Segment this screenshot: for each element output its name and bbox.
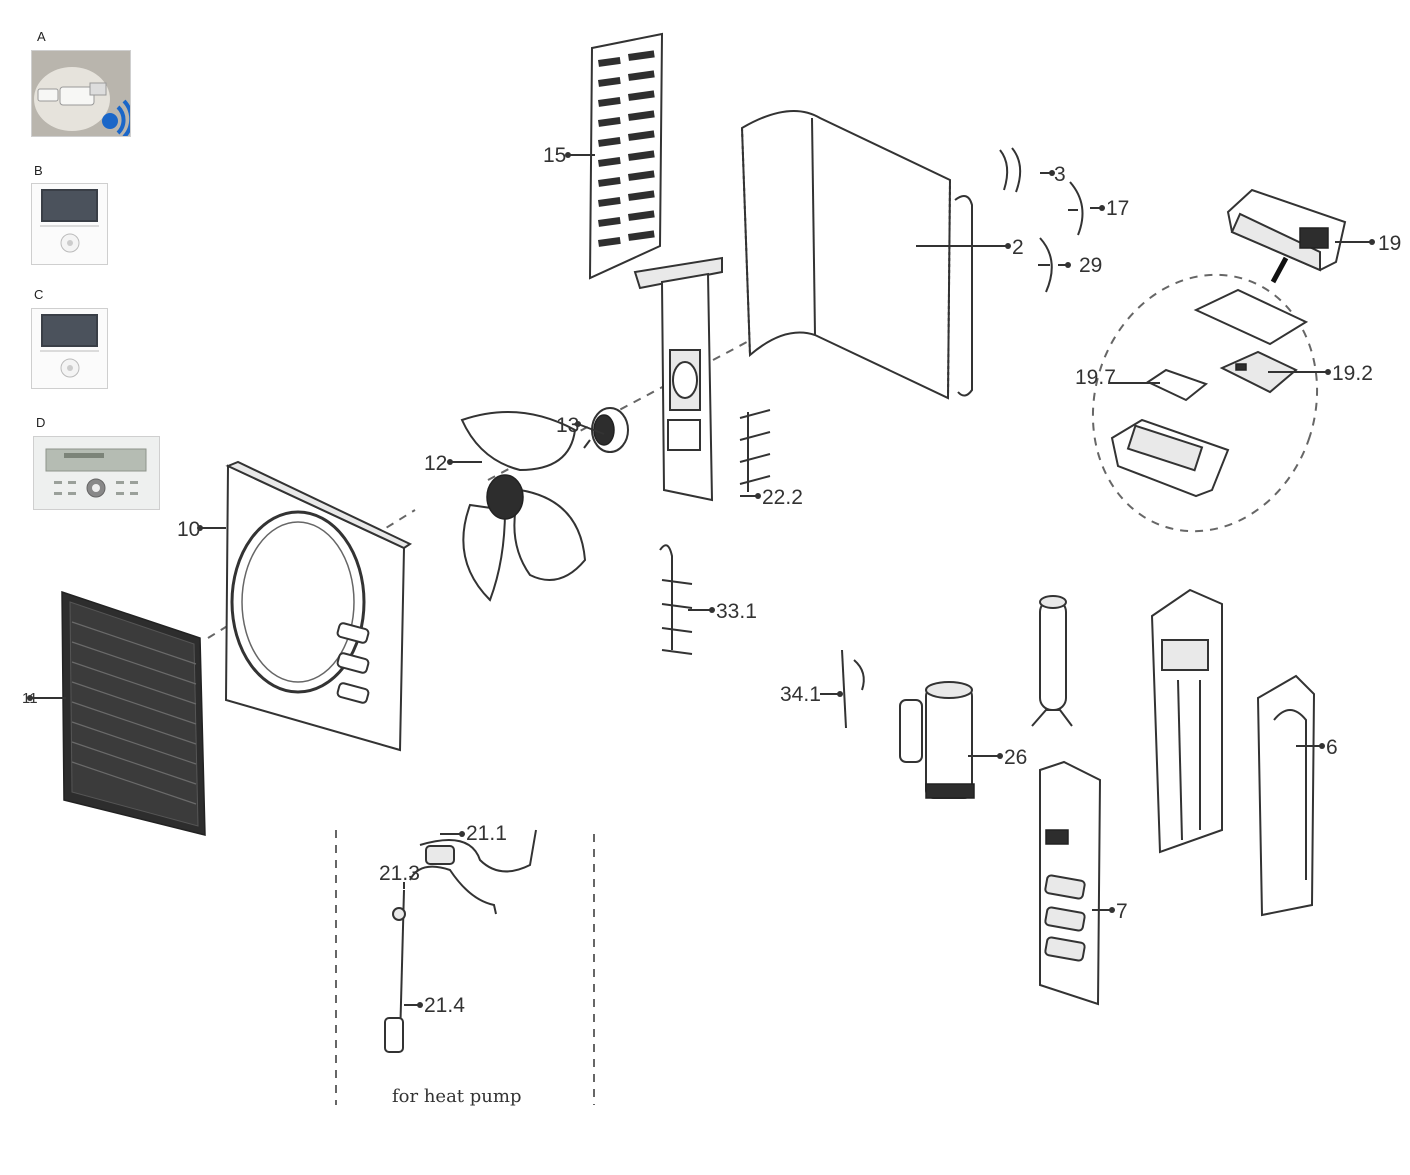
side-panel-6 (1256, 674, 1316, 917)
accumulator (1031, 595, 1073, 727)
label-22-2: 22.2 (762, 486, 803, 509)
wired-controller-icon (31, 183, 108, 265)
label-11: 11 (22, 690, 38, 707)
label-21-3: 21.3 (379, 862, 420, 885)
four-way-valve-assembly (384, 829, 537, 1053)
label-7: 7 (1116, 900, 1128, 923)
compressor (899, 681, 975, 799)
label-19-7: 19.7 (1075, 366, 1116, 389)
label-21-4: 21.4 (424, 994, 465, 1017)
control-box-cover (1193, 288, 1309, 346)
valve-33-1 (659, 544, 693, 655)
fan-motor (583, 407, 629, 453)
accessory-letter-a: A (37, 29, 46, 44)
side-panel-7 (1039, 760, 1102, 1006)
control-box (1226, 188, 1347, 284)
label-17: 17 (1106, 197, 1129, 220)
pcb-19-2 (1219, 350, 1298, 394)
control-box-base (1110, 418, 1230, 498)
label-13: 13 (556, 414, 579, 437)
label-33-1: 33.1 (716, 600, 757, 623)
valve-22-2 (739, 409, 771, 492)
label-6: 6 (1326, 736, 1338, 759)
label-34-1: 34.1 (780, 683, 821, 706)
label-19-2: 19.2 (1332, 362, 1373, 385)
heat-pump-caption: for heat pump (392, 1086, 521, 1107)
label-2: 2 (1012, 236, 1024, 259)
label-15: 15 (543, 144, 566, 167)
right-frame (1150, 588, 1223, 854)
wifi-adapter-icon (31, 50, 131, 137)
accessory-letter-d: D (36, 415, 46, 430)
accessory-letter-c: C (34, 287, 44, 302)
pipe-29-icon (1038, 237, 1053, 293)
rear-grille (588, 32, 664, 280)
condenser-coil (740, 109, 973, 400)
label-26: 26 (1004, 746, 1027, 769)
wired-controller-icon (31, 308, 108, 389)
accessory-letter-b: B (34, 163, 43, 178)
pipe-34-1 (841, 649, 865, 729)
wired-controller-lcd-icon (33, 436, 160, 510)
label-10: 10 (177, 518, 200, 541)
front-panel (224, 460, 413, 752)
label-21-1: 21.1 (466, 822, 507, 845)
label-3: 3 (1054, 163, 1066, 186)
label-12: 12 (424, 452, 447, 475)
label-29: 29 (1079, 254, 1102, 277)
motor-bracket (633, 256, 723, 502)
pipe-17-icon (1068, 181, 1084, 236)
fan-blade (460, 411, 587, 602)
pcb-19-7 (1145, 368, 1209, 402)
label-19: 19 (1378, 232, 1401, 255)
front-grille (61, 590, 206, 836)
pipe-3-icon (999, 147, 1022, 193)
